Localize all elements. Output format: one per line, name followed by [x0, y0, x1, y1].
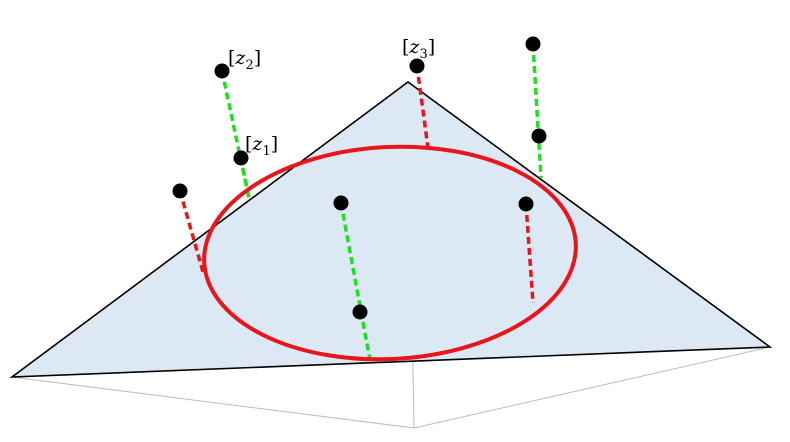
point-z3 — [409, 58, 425, 74]
label-z3-close: ] — [428, 36, 435, 58]
label-z1-sub: 1 — [262, 144, 270, 159]
point-right — [518, 196, 534, 212]
point-upper-right — [525, 36, 541, 52]
label-z3-var: z — [408, 36, 420, 58]
label-z3-sub: 3 — [419, 47, 427, 62]
point-z1 — [233, 150, 249, 166]
link-z3 — [415, 65, 430, 149]
link-left — [178, 190, 205, 273]
label-z3-open: [ — [402, 36, 409, 58]
label-z3: [z3] — [402, 36, 435, 62]
label-z2-open: [ — [228, 47, 235, 69]
label-z2-close: ] — [254, 47, 261, 69]
point-center — [333, 195, 349, 211]
label-z2: [z2] — [228, 47, 261, 73]
red-circle — [202, 144, 578, 362]
pyramid-face — [9, 81, 773, 378]
hidden-edge-left — [11, 376, 415, 429]
link-right — [524, 203, 535, 304]
label-z2-var: z — [234, 47, 246, 69]
hidden-edge-right — [413, 346, 771, 429]
point-right-mid — [531, 128, 547, 144]
link-center — [339, 202, 372, 361]
point-left — [172, 183, 188, 199]
point-z2 — [214, 63, 230, 79]
label-z1-var: z — [251, 133, 263, 155]
label-z1-open: [ — [245, 133, 252, 155]
label-z1-close: ] — [271, 133, 278, 155]
points — [172, 36, 547, 320]
label-z2-sub: 2 — [245, 58, 253, 73]
point-bottom-center — [352, 304, 368, 320]
label-z1: [z1] — [245, 133, 278, 159]
link-upper-right — [531, 43, 543, 179]
